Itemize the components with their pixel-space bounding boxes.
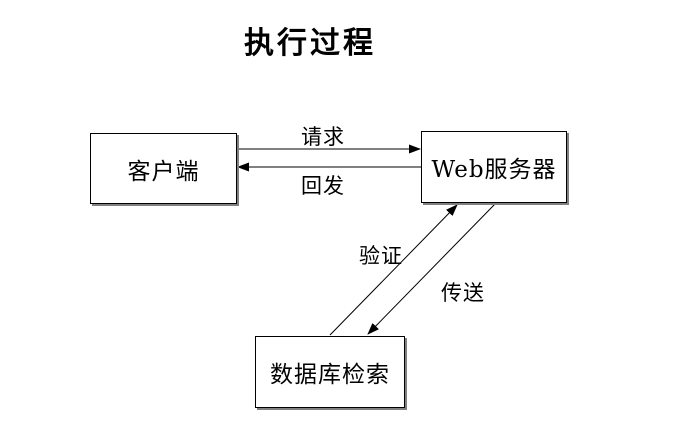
- verify-arrow: [329, 204, 458, 336]
- database-node: 数据库检索: [255, 336, 405, 408]
- verify-arrow-label: 验证: [359, 244, 403, 268]
- database-node-label: 数据库检索: [270, 362, 390, 388]
- web-server-node: Web服务器: [421, 131, 567, 203]
- web-server-node-label: Web服务器: [431, 157, 557, 183]
- request-arrow-label: 请求: [301, 125, 345, 149]
- client-node: 客户端: [90, 133, 237, 204]
- transfer-arrow: [367, 203, 496, 335]
- diagram-title: 执行过程: [244, 26, 376, 61]
- postback-arrow-label: 回发: [301, 174, 345, 198]
- transfer-arrow-label: 传送: [441, 281, 485, 305]
- client-node-label: 客户端: [127, 158, 200, 185]
